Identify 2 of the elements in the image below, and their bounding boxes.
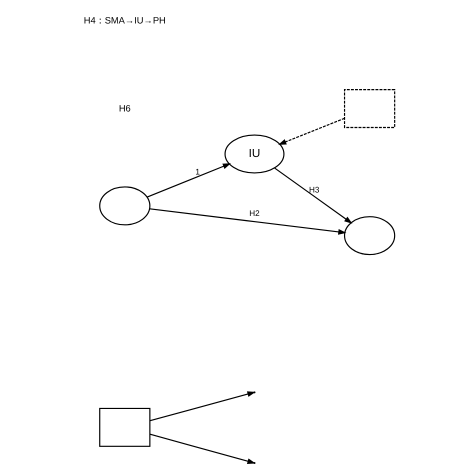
label: H6 [118, 103, 131, 114]
label: H4：SMA→IU→PH [84, 15, 166, 26]
